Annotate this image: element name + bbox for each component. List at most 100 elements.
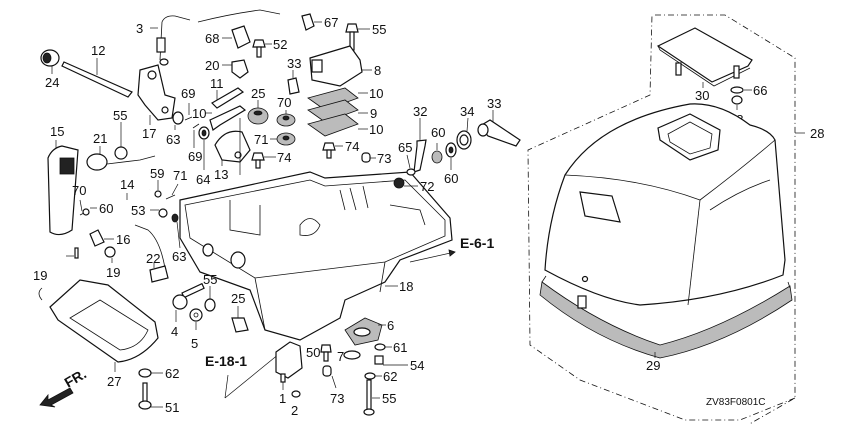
part-74-bolt-right[interactable] [322, 142, 336, 159]
label-64-left[interactable]: 65 [398, 140, 412, 155]
label-22[interactable]: 21 [93, 131, 107, 146]
part-20-clip[interactable] [38, 287, 43, 301]
part-17-clamp[interactable] [89, 229, 105, 247]
part-3-hose[interactable] [156, 9, 281, 66]
part-21-clamp[interactable] [231, 59, 249, 79]
label-34[interactable]: 34 [460, 104, 474, 119]
label-60-upper[interactable]: 61 [393, 340, 407, 355]
part-13-rod[interactable] [61, 61, 133, 98]
label-10-upper[interactable]: 10 [369, 86, 383, 101]
label-63-right[interactable]: 64 [196, 172, 210, 187]
label-11[interactable]: 10 [192, 106, 206, 121]
label-9[interactable]: 9 [370, 106, 377, 121]
label-33[interactable]: 32 [413, 104, 427, 119]
part-1-switch-assembly[interactable] [275, 341, 303, 383]
part-67-pin-lower[interactable] [192, 123, 200, 129]
part-30-seal-rubber[interactable] [539, 275, 793, 359]
part-52-bolt[interactable] [363, 379, 375, 416]
label-7[interactable]: 7 [337, 349, 344, 364]
label-74-left[interactable]: 74 [277, 150, 291, 165]
part-63-washer-right[interactable] [198, 126, 210, 140]
label-1[interactable]: 1 [279, 391, 286, 406]
label-64-right[interactable]: 66 [753, 83, 767, 98]
part-8-cover[interactable] [309, 45, 363, 87]
label-52[interactable]: 55 [382, 391, 396, 406]
label-35[interactable]: 33 [287, 56, 301, 71]
label-74-right[interactable]: 74 [345, 139, 359, 154]
label-58[interactable]: 60 [444, 171, 458, 186]
part-26-cover[interactable] [231, 317, 249, 333]
label-71[interactable]: 72 [420, 179, 434, 194]
part-23-sensor[interactable] [134, 224, 169, 283]
label-18[interactable]: 17 [142, 126, 156, 141]
part-68-pin-upper[interactable] [165, 194, 176, 200]
label-12[interactable]: 11 [210, 76, 224, 91]
part-11-lever[interactable] [209, 105, 247, 131]
part-54-bolt[interactable] [374, 355, 384, 365]
part-19-nut[interactable] [104, 246, 116, 258]
part-69-grommet-upper[interactable] [276, 113, 296, 127]
part-55-nut-lower[interactable] [204, 298, 216, 312]
part-33-hook[interactable] [413, 139, 427, 173]
part-15-tube[interactable] [94, 189, 151, 216]
label-26[interactable]: 25 [231, 291, 245, 306]
label-28[interactable]: 27 [107, 374, 121, 389]
part-28-tray[interactable] [49, 279, 159, 363]
label-21[interactable]: 20 [205, 58, 219, 73]
part-51-nut[interactable] [158, 208, 168, 218]
part-5-grommet[interactable] [189, 308, 203, 322]
part-60-washer-lower[interactable] [364, 372, 376, 380]
part-34-collar[interactable] [456, 130, 472, 150]
label-13[interactable]: 12 [91, 43, 105, 58]
label-16[interactable]: 15 [50, 124, 64, 139]
label-6[interactable]: 6 [387, 318, 394, 333]
part-56-nut[interactable] [731, 95, 743, 105]
part-60-washer-upper[interactable] [374, 343, 386, 351]
part-2-nut[interactable] [291, 390, 301, 398]
part-29-engine-cover[interactable] [544, 103, 786, 306]
label-19[interactable]: 19 [106, 265, 120, 280]
label-5[interactable]: 5 [191, 336, 198, 351]
label-50[interactable]: 51 [165, 400, 179, 415]
part-69-grommet-lower[interactable] [276, 132, 296, 146]
label-27[interactable]: 25 [251, 86, 265, 101]
part-4-knob-bolt[interactable] [172, 282, 205, 310]
part-6-plate[interactable] [344, 317, 383, 346]
label-55-upper[interactable]: 55 [113, 108, 127, 123]
part-72-collar[interactable] [361, 152, 371, 163]
label-67-upper[interactable]: 69 [181, 86, 195, 101]
label-29[interactable]: 28 [810, 126, 824, 141]
label-60-lower[interactable]: 62 [383, 369, 397, 384]
part-32-lock-lever[interactable] [477, 119, 521, 147]
reference-e-6-1-text[interactable]: E-6-1 [460, 235, 494, 251]
part-9-gasket[interactable] [307, 99, 359, 123]
part-50-bolt[interactable] [138, 382, 152, 410]
label-24[interactable]: 18 [399, 279, 413, 294]
part-31-lid[interactable] [656, 27, 753, 87]
part-48-bolt[interactable] [252, 39, 266, 58]
part-16-handle-grip[interactable] [47, 145, 79, 236]
part-70-collar[interactable] [322, 365, 332, 377]
label-70[interactable]: 73 [330, 391, 344, 406]
part-7-seal[interactable] [343, 350, 361, 360]
part-64-washer-left[interactable] [406, 168, 416, 176]
part-63-washer-left[interactable] [172, 111, 184, 125]
part-49-bolt[interactable] [320, 344, 332, 362]
label-66[interactable]: 68 [205, 31, 219, 46]
label-14[interactable]: 13 [214, 167, 228, 182]
part-64-washer[interactable] [730, 86, 744, 94]
part-71-nut[interactable] [393, 177, 405, 189]
label-20[interactable]: 19 [33, 268, 47, 283]
label-49[interactable]: 50 [306, 345, 320, 360]
label-57-upper[interactable]: 59 [150, 166, 164, 181]
label-69-lower[interactable]: 71 [254, 132, 268, 147]
part-18-bracket[interactable] [137, 64, 176, 121]
label-15[interactable]: 14 [120, 177, 134, 192]
part-61-washer[interactable] [138, 368, 152, 378]
label-63-left[interactable]: 63 [166, 132, 180, 147]
label-72[interactable]: 73 [377, 151, 391, 166]
label-67-lower[interactable]: 69 [188, 149, 202, 164]
label-61[interactable]: 62 [165, 366, 179, 381]
label-2[interactable]: 2 [291, 403, 298, 418]
reference-e-18-1-text[interactable]: E-18-1 [205, 353, 247, 369]
